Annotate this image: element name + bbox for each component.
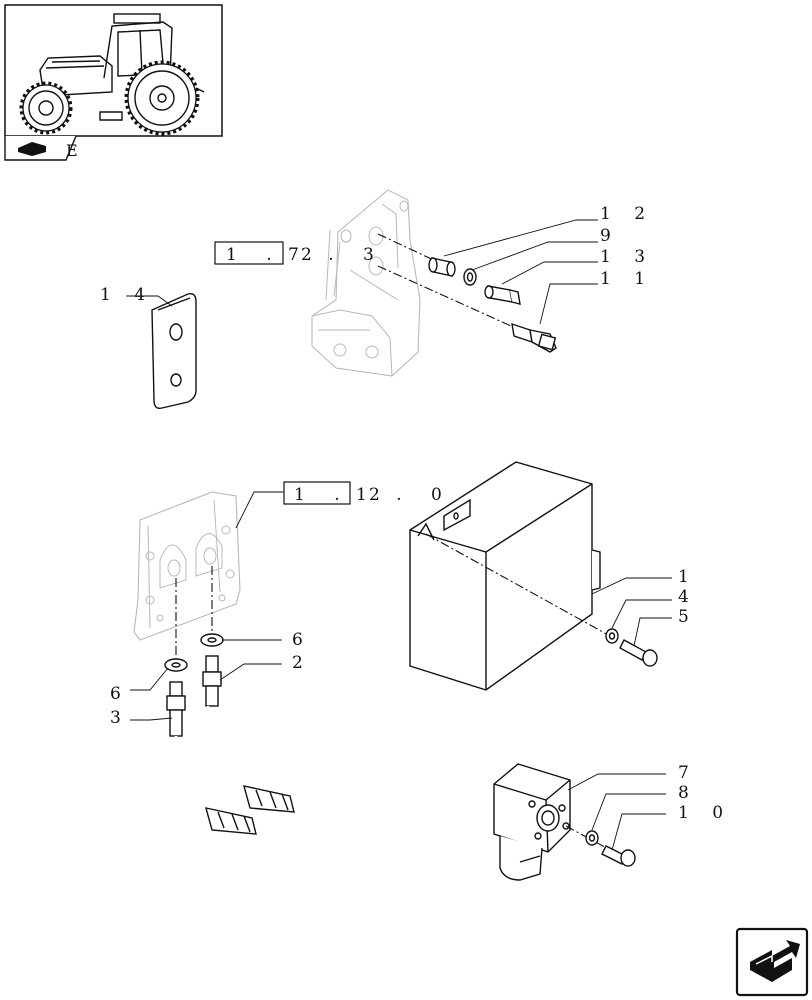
leaders-valve	[567, 773, 666, 851]
callout-8: 8	[678, 783, 698, 803]
arrow-icon	[750, 940, 800, 982]
part-7[interactable]	[493, 763, 571, 881]
part-5[interactable]	[619, 639, 658, 667]
callout-10: 1 0	[678, 803, 732, 823]
callout-14: 1 4	[100, 285, 154, 305]
tractor-thumbnail	[4, 4, 223, 137]
callout-7: 7	[678, 763, 698, 783]
leaders-unit	[591, 577, 672, 647]
leader-14	[126, 295, 173, 307]
callout-11: 1 1	[600, 269, 654, 289]
part-6-lower[interactable]	[164, 658, 188, 672]
book-icon	[18, 142, 46, 156]
plate-ghost-left	[133, 491, 241, 641]
part-6-upper[interactable]	[200, 633, 224, 647]
callout-1: 1	[678, 567, 698, 587]
callout-5: 5	[678, 607, 698, 627]
leaders-left	[130, 639, 282, 721]
part-11[interactable]	[511, 322, 557, 353]
callout-4: 4	[678, 587, 698, 607]
callout-9: 9	[600, 226, 620, 246]
axis-line-top-2	[377, 265, 521, 331]
callout-12: 1 2	[600, 204, 654, 224]
reference-1-27-3-rest: 7 . 3	[288, 245, 386, 265]
callout-6-left: 6	[110, 684, 130, 704]
part-9[interactable]	[463, 268, 477, 286]
leader-reference-1-21-0	[235, 491, 284, 529]
part-14[interactable]	[151, 292, 197, 410]
part-12[interactable]	[428, 257, 456, 277]
section-tab-label: E	[66, 141, 78, 160]
part-4[interactable]	[605, 628, 619, 644]
callout-3: 3	[110, 708, 130, 728]
axis-line-unit	[425, 533, 611, 637]
part-10[interactable]	[601, 845, 636, 867]
bracket-ghost-top	[311, 189, 421, 377]
part-3[interactable]	[166, 681, 257, 835]
part-8[interactable]	[585, 830, 599, 846]
part-13[interactable]	[484, 285, 521, 305]
reference-1-21-0[interactable]: 1 . 2 1 . 0	[283, 481, 454, 505]
leaders-top	[443, 219, 598, 325]
next-page-button[interactable]	[735, 927, 809, 997]
axis-line-top-1	[377, 233, 439, 263]
callout-2: 2	[292, 653, 312, 673]
section-tab[interactable]: E	[4, 135, 78, 161]
part-2[interactable]	[202, 655, 295, 813]
reference-1-27-3[interactable]: 1 . 2 7 . 3	[214, 241, 386, 265]
reference-1-21-0-boxed: 1 . 2	[294, 485, 392, 505]
reference-1-21-0-rest: 1 . 0	[356, 485, 454, 505]
reference-1-27-3-boxed: 1 . 2	[226, 245, 324, 265]
callout-6-right: 6	[292, 630, 312, 650]
callout-13: 1 3	[600, 247, 654, 267]
